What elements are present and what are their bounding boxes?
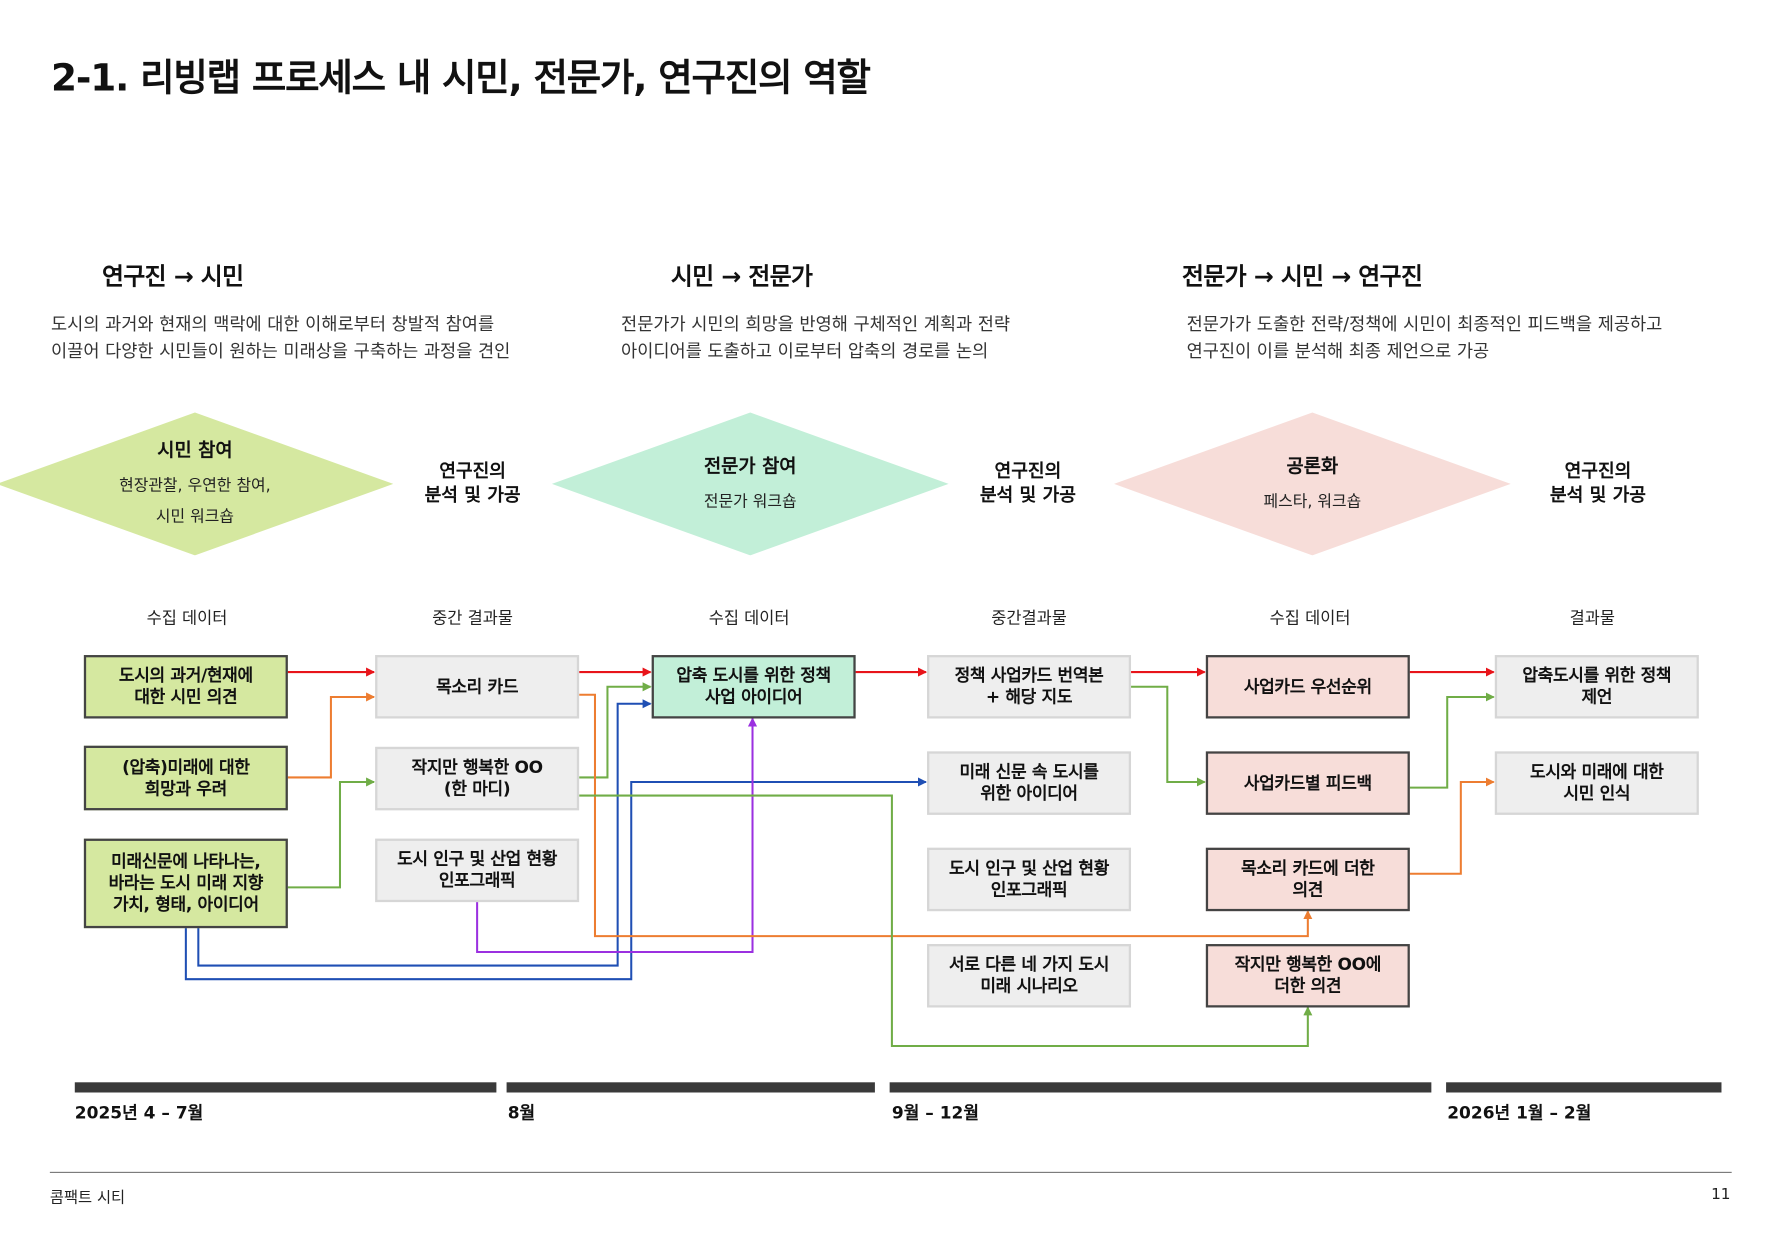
column-label: 수집 데이터 bbox=[708, 609, 790, 628]
page-title: 2-1. 리빙랩 프로세스 내 시민, 전문가, 연구진의 역할 bbox=[50, 55, 871, 100]
analysis-line: 연구진의 bbox=[439, 460, 506, 482]
timeline-bar bbox=[506, 1082, 875, 1093]
desc-line: 전문가가 시민의 희망을 반영해 구체적인 계획과 전략 bbox=[621, 313, 1011, 335]
arrow-green bbox=[579, 682, 652, 779]
box-policy-ideas: 압축 도시를 위한 정책 사업 아이디어 bbox=[651, 655, 856, 719]
desc-line: 도시의 과거와 현재의 맥락에 대한 이해로부터 창발적 참여를 bbox=[50, 313, 495, 335]
box-future-newspaper: 미래신문에 나타나는, 바라는 도시 미래 지향 가치, 형태, 아이디어 bbox=[83, 838, 288, 929]
page-number: 11 bbox=[1711, 1185, 1731, 1204]
diamond-sub: 페스타, 워크숍 bbox=[1263, 492, 1362, 511]
diamond-shape bbox=[0, 412, 394, 556]
column-label: 수집 데이터 bbox=[1269, 609, 1351, 628]
diamond-title: 공론화 bbox=[1286, 455, 1339, 477]
diamond-sub: 시민 워크숍 bbox=[155, 507, 234, 526]
column-label: 중간 결과물 bbox=[432, 609, 513, 628]
arrow-green bbox=[1408, 692, 1495, 789]
diamond-citizen-participation: 시민 참여 현장관찰, 우연한 참여, 시민 워크숍 bbox=[0, 412, 394, 556]
box-infographic-2: 도시 인구 및 산업 현황 인포그래픽 bbox=[927, 847, 1132, 912]
diamond-expert-participation: 전문가 참여 전문가 워크숍 bbox=[551, 412, 949, 556]
diamond-public-deliberation: 공론화 페스타, 워크숍 bbox=[1114, 412, 1511, 556]
diamond-sub: 전문가 워크숍 bbox=[703, 492, 797, 511]
arrow-green bbox=[286, 777, 376, 889]
box-newspaper-ideas: 미래 신문 속 도시를 위한 아이디어 bbox=[927, 751, 1132, 815]
footer-divider bbox=[49, 1171, 1732, 1173]
box-voice-card-opinion: 목소리 카드에 더한 의견 bbox=[1205, 847, 1410, 912]
analysis-line: 분석 및 가공 bbox=[1549, 483, 1646, 506]
timeline-label: 2025년 4 – 7월 bbox=[74, 1102, 204, 1124]
timeline-label: 9월 – 12월 bbox=[891, 1102, 980, 1124]
diamond-title: 전문가 참여 bbox=[703, 455, 797, 477]
timeline-label: 2026년 1월 – 2월 bbox=[1447, 1102, 1592, 1124]
timeline-bar bbox=[74, 1082, 497, 1093]
timeline-bar bbox=[889, 1082, 1432, 1093]
arrow-blue bbox=[197, 699, 652, 967]
column-label: 결과물 bbox=[1569, 609, 1615, 628]
box-infographic: 도시 인구 및 산업 현황 인포그래픽 bbox=[375, 838, 580, 903]
arrow-orange bbox=[1408, 777, 1495, 875]
box-citizen-perception: 도시와 미래에 대한 시민 인식 bbox=[1494, 751, 1699, 815]
timeline-label: 8월 bbox=[507, 1102, 536, 1124]
desc-line: 전문가가 도출한 전략/정책에 시민이 최종적인 피드백을 제공하고 bbox=[1186, 313, 1663, 335]
column-label: 중간결과물 bbox=[991, 609, 1067, 628]
box-four-scenarios: 서로 다른 네 가지 도시 미래 시나리오 bbox=[927, 944, 1132, 1008]
column-label: 수집 데이터 bbox=[146, 609, 228, 628]
box-card-feedback: 사업카드별 피드백 bbox=[1205, 751, 1410, 815]
diamond-title: 시민 참여 bbox=[157, 439, 233, 462]
box-card-priority: 사업카드 우선순위 bbox=[1205, 655, 1410, 719]
box-voice-card: 목소리 카드 bbox=[375, 655, 580, 719]
box-hopes-concerns: (압축)미래에 대한 희망과 우려 bbox=[83, 745, 288, 811]
diamond-shape bbox=[1114, 412, 1511, 556]
analysis-line: 분석 및 가공 bbox=[979, 483, 1076, 506]
arrow-green bbox=[579, 794, 1313, 1048]
box-policy-card-translation: 정책 사업카드 번역본 + 해당 지도 bbox=[927, 655, 1132, 719]
analysis-line: 연구진의 bbox=[1564, 460, 1632, 482]
section-heading-1: 연구진 → 시민 bbox=[101, 262, 244, 291]
arrow-purple bbox=[476, 717, 758, 953]
box-small-happy-oo: 작지만 행복한 OO (한 마디) bbox=[375, 746, 580, 811]
arrow-orange bbox=[286, 692, 376, 779]
diamond-sub: 현장관찰, 우연한 참여, bbox=[119, 477, 271, 496]
section-heading-2: 시민 → 전문가 bbox=[670, 262, 813, 291]
analysis-line: 연구진의 bbox=[994, 460, 1062, 482]
box-citizen-opinion-past-present: 도시의 과거/현재에 대한 시민 의견 bbox=[83, 655, 288, 719]
arrow-green bbox=[1129, 685, 1206, 787]
desc-line: 연구진이 이를 분석해 최종 제언으로 가공 bbox=[1186, 341, 1490, 362]
desc-line: 이끌어 다양한 시민들이 원하는 미래상을 구축하는 과정을 견인 bbox=[50, 341, 511, 362]
section-heading-3: 전문가 → 시민 → 연구진 bbox=[1182, 262, 1423, 291]
footer-title: 콤팩트 시티 bbox=[49, 1188, 126, 1207]
box-small-happy-opinion: 작지만 행복한 OO에 더한 의견 bbox=[1205, 944, 1410, 1008]
desc-line: 아이디어를 도출하고 이로부터 압축의 경로를 논의 bbox=[621, 341, 989, 362]
arrow-blue bbox=[184, 777, 928, 981]
analysis-line: 분석 및 가공 bbox=[424, 483, 521, 506]
timeline-bar bbox=[1446, 1082, 1722, 1093]
arrow-orange bbox=[579, 693, 1313, 938]
diamond-shape bbox=[551, 412, 949, 556]
box-policy-proposal: 압축도시를 위한 정책 제언 bbox=[1494, 655, 1699, 719]
